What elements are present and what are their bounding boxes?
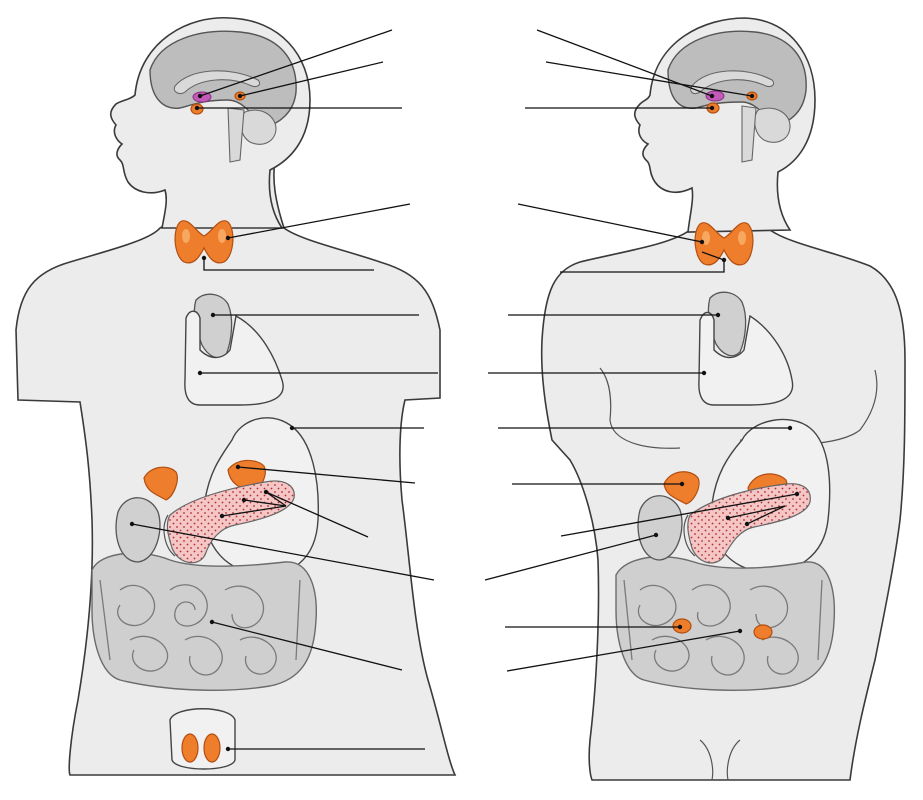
male-leader-5 (203, 258, 374, 271)
male-thyroid (174, 220, 234, 264)
male-leader-11 (131, 523, 435, 581)
male-duodenum (163, 514, 176, 557)
male-brain-corpus (173, 70, 261, 95)
male-leader-1 (199, 29, 393, 97)
female-chest-region (698, 311, 794, 406)
female-cerebellum (754, 107, 791, 143)
female-pelvic-line (699, 739, 741, 781)
female-brain-corpus (690, 70, 775, 95)
male-leader-10d (265, 491, 287, 507)
male-testis-left (181, 733, 199, 763)
male-adrenal-left (143, 466, 178, 501)
male-leader-4 (227, 203, 411, 239)
male-leader-12 (211, 621, 403, 671)
female-leader-10b (727, 505, 786, 519)
male-pancreas (166, 480, 295, 564)
male-brainstem (227, 107, 245, 163)
female-brainstem (741, 105, 757, 163)
female-kidney-left (637, 495, 683, 561)
male-intestines (91, 552, 317, 691)
male-leader-10a (265, 491, 369, 538)
male-figure (15, 17, 457, 776)
female-ovary-right (753, 624, 773, 640)
female-leader-2 (545, 61, 753, 97)
female-leader-13 (506, 630, 741, 672)
male-hypothalamus (192, 91, 212, 103)
female-hypothalamus (705, 90, 725, 102)
male-kidney-left (115, 497, 161, 563)
male-leader-9 (237, 466, 416, 484)
male-leader-lines (129, 29, 438, 752)
female-leader-10c (746, 505, 786, 525)
female-intestines (615, 556, 836, 691)
female-leader-4 (517, 203, 703, 243)
female-leader-10a (560, 493, 798, 537)
female-leader-5 (560, 251, 725, 273)
male-testis-right (203, 733, 221, 763)
male-chest-region (184, 310, 284, 406)
male-leader-2 (239, 61, 384, 97)
female-ovary-left (672, 618, 692, 634)
female-duodenum (683, 514, 696, 557)
female-adrenal-left (663, 471, 700, 505)
male-scrotum (169, 708, 236, 770)
male-leader-10c (221, 505, 287, 517)
female-leader-11 (484, 534, 657, 581)
female-leader-lines (484, 29, 800, 672)
female-figure (540, 17, 906, 781)
female-breast-line-left (599, 367, 681, 449)
male-leader-10b (243, 499, 287, 507)
